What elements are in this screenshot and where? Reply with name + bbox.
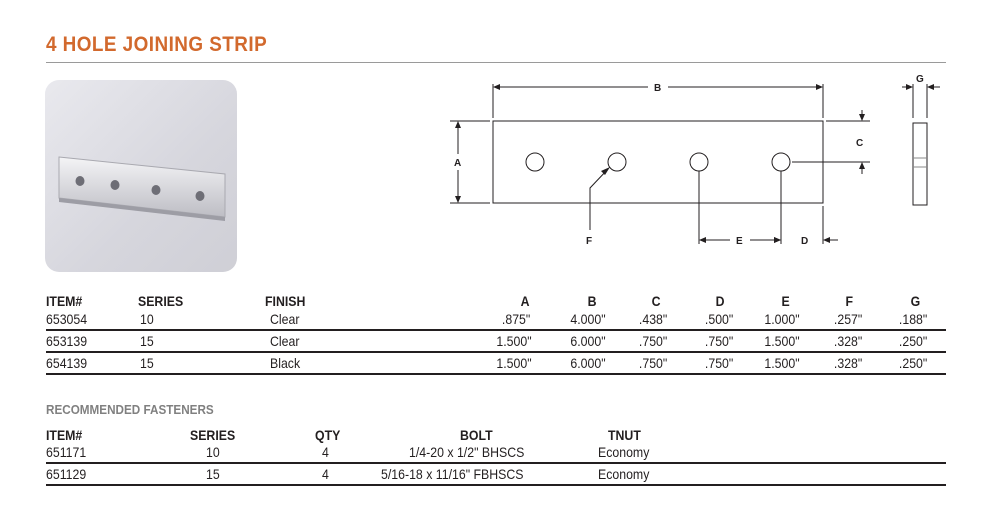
- col-header-tnut: TNUT: [608, 427, 641, 443]
- col-header-f: F: [845, 293, 854, 309]
- cell-item: 653054: [46, 311, 88, 327]
- cell-item: 651129: [46, 466, 87, 482]
- cell-series: 15: [206, 466, 220, 482]
- cell-d: .750": [704, 333, 734, 349]
- cell-series: 15: [140, 333, 154, 349]
- row-divider: [46, 351, 946, 353]
- col-header-qty: QTY: [315, 427, 341, 443]
- joining-strip-photo-illustration: [58, 156, 226, 221]
- dim-label-a: A: [454, 158, 461, 169]
- cell-d: .750": [704, 355, 734, 371]
- cell-g: .250": [898, 355, 928, 371]
- col-header-b: B: [587, 293, 597, 309]
- cell-b: 4.000": [570, 311, 606, 327]
- col-header-d: D: [715, 293, 725, 309]
- product-photo: [45, 80, 237, 272]
- cell-item: 651171: [46, 444, 87, 460]
- cell-f: .328": [833, 333, 863, 349]
- cell-b: 6.000": [570, 355, 606, 371]
- row-divider: [46, 462, 946, 464]
- dim-label-g: G: [916, 74, 924, 85]
- row-divider: [46, 484, 946, 486]
- cell-finish: Black: [270, 355, 301, 371]
- cell-f: .328": [833, 355, 863, 371]
- cell-finish: Clear: [270, 333, 300, 349]
- cell-bolt: 1/4-20 x 1/2" BHSCS: [409, 444, 525, 460]
- cell-series: 10: [206, 444, 220, 460]
- cell-qty: 4: [322, 444, 329, 460]
- cell-d: .500": [704, 311, 734, 327]
- col-header-series: SERIES: [190, 427, 236, 443]
- col-header-g: G: [910, 293, 921, 309]
- dim-label-e: E: [736, 236, 743, 247]
- cell-qty: 4: [322, 466, 329, 482]
- page-title: 4 HOLE JOINING STRIP: [46, 33, 268, 56]
- dim-label-c: C: [856, 138, 863, 149]
- col-header-e: E: [781, 293, 790, 309]
- cell-c: .750": [638, 355, 668, 371]
- dim-label-b: B: [654, 83, 661, 94]
- cell-bolt: 5/16-18 x 11/16" FBHSCS: [381, 466, 524, 482]
- cell-a: 1.500": [496, 333, 532, 349]
- cell-g: .188": [898, 311, 928, 327]
- cell-g: .250": [898, 333, 928, 349]
- cell-tnut: Economy: [598, 444, 650, 460]
- cell-series: 10: [140, 311, 154, 327]
- row-divider: [46, 329, 946, 331]
- fasteners-heading: RECOMMENDED FASTENERS: [46, 402, 214, 417]
- dim-label-d: D: [801, 236, 808, 247]
- col-header-bolt: BOLT: [460, 427, 493, 443]
- cell-b: 6.000": [570, 333, 606, 349]
- col-header-series: SERIES: [138, 293, 184, 309]
- col-header-finish: FINISH: [265, 293, 306, 309]
- cell-a: 1.500": [496, 355, 532, 371]
- cell-a: .875": [501, 311, 531, 327]
- cell-e: 1.000": [764, 311, 800, 327]
- cell-tnut: Economy: [598, 466, 650, 482]
- col-header-item: ITEM#: [46, 293, 83, 309]
- dimension-drawing: B A C E D F G: [450, 74, 940, 247]
- col-header-item: ITEM#: [46, 427, 83, 443]
- dim-label-f: F: [586, 236, 592, 247]
- cell-item: 654139: [46, 355, 88, 371]
- col-header-c: C: [651, 293, 661, 309]
- cell-series: 15: [140, 355, 154, 371]
- row-divider: [46, 373, 946, 375]
- cell-finish: Clear: [270, 311, 300, 327]
- cell-item: 653139: [46, 333, 88, 349]
- cell-c: .750": [638, 333, 668, 349]
- col-header-a: A: [520, 293, 530, 309]
- cell-e: 1.500": [764, 355, 800, 371]
- title-divider: [46, 62, 946, 63]
- cell-e: 1.500": [764, 333, 800, 349]
- cell-f: .257": [833, 311, 863, 327]
- cell-c: .438": [638, 311, 668, 327]
